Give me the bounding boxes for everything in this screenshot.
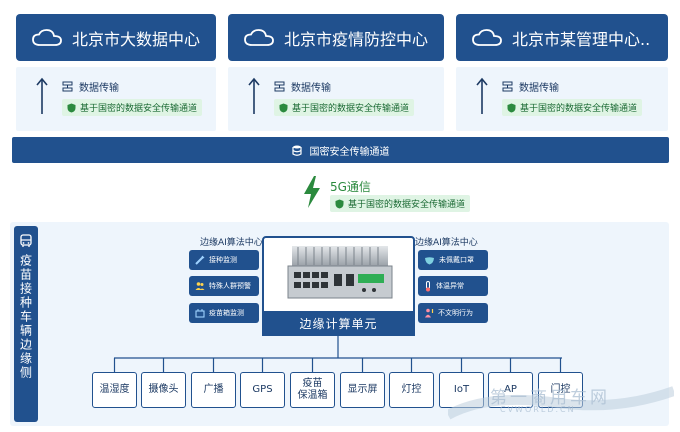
server-icon <box>62 81 73 92</box>
transmission-tag: 基于国密的数据安全传输通道 <box>80 104 198 114</box>
center-label: 北京市疫情防控中心 <box>284 29 429 49</box>
device-broadcast: 广播 <box>191 372 236 408</box>
ai-item-abnormal-temperature: 体温异常 <box>418 276 488 296</box>
cloud-icon <box>244 28 274 46</box>
terminal-block <box>358 274 384 283</box>
server-icon <box>502 81 513 92</box>
device-vaccine-cooler: 疫苗 保温箱 <box>290 372 335 408</box>
transmission-tag: 基于国密的数据安全传输通道 <box>520 104 638 114</box>
device-temp-humidity: 温湿度 <box>92 372 137 408</box>
shield-icon <box>67 103 76 112</box>
watermark-subtext: CVWORLD.CN <box>500 405 576 414</box>
transmission-title: 数据传输 <box>291 83 331 94</box>
ai-item-label: 体温异常 <box>436 282 464 290</box>
ai-center-label-right: 边缘AI算法中心 <box>415 238 478 248</box>
watermark-text: 第一商用车网 <box>490 388 610 408</box>
transmission-panel-1: 数据传输 基于国密的数据安全传输通道 <box>16 67 216 131</box>
syringe-icon <box>195 255 205 265</box>
vehicle-side-bar: 疫苗接种车辆边缘侧 <box>14 226 38 422</box>
cloud-icon <box>472 28 502 46</box>
device-camera: 摄像头 <box>141 372 186 408</box>
ai-item-label: 不文明行为 <box>438 309 473 317</box>
device-gps: GPS <box>240 372 285 408</box>
center-box-3: 北京市某管理中心.. <box>456 14 668 61</box>
transmission-tag: 基于国密的数据安全传输通道 <box>292 104 410 114</box>
transmission-panel-3: 数据传输 基于国密的数据安全传输通道 <box>456 67 668 131</box>
fiveg-tag-label: 基于国密的数据安全传输通道 <box>348 200 466 210</box>
ethernet-ports <box>294 272 354 288</box>
gm-channel-label: 国密安全传输通道 <box>309 146 390 158</box>
ai-item-uncivil-behavior: 不文明行为 <box>418 303 488 323</box>
heat-sink-fins <box>292 246 388 266</box>
ai-item-label: 接种监测 <box>209 256 237 264</box>
cloud-icon <box>32 28 62 46</box>
ai-center-label-left: 边缘AI算法中心 <box>200 238 263 248</box>
people-icon <box>195 282 205 290</box>
fiveg-tag: 基于国密的数据安全传输通道 <box>330 195 471 212</box>
ai-item-label: 疫苗箱监测 <box>209 309 244 317</box>
transmission-title: 数据传输 <box>519 83 559 94</box>
ai-item-special-group-alert: 特殊人群预警 <box>189 276 259 296</box>
arrow-up-icon <box>248 77 260 114</box>
ai-item-label: 未佩戴口罩 <box>439 256 474 264</box>
bus-icon <box>20 234 32 247</box>
vehicle-side-title: 疫苗接种车辆边缘侧 <box>18 254 33 380</box>
shield-icon <box>507 103 516 112</box>
shield-icon <box>279 103 288 112</box>
transmission-panel-2: 数据传输 基于国密的数据安全传输通道 <box>228 67 444 131</box>
ai-item-vaccination-monitor: 接种监测 <box>189 250 259 270</box>
watermark-logo <box>448 386 674 420</box>
database-icon <box>291 145 302 156</box>
person-alert-icon <box>425 308 434 318</box>
vaccine-box-icon <box>195 309 205 318</box>
ai-item-vaccine-box-monitor: 疫苗箱监测 <box>189 303 259 323</box>
center-label: 北京市大数据中心 <box>72 29 201 49</box>
device-display: 显示屏 <box>340 372 385 408</box>
edge-device-image <box>287 246 393 299</box>
arrow-up-icon <box>476 77 488 114</box>
shield-icon <box>335 199 344 208</box>
center-label: 北京市某管理中心.. <box>512 29 651 49</box>
ai-item-no-mask: 未佩戴口罩 <box>418 250 488 270</box>
center-box-2: 北京市疫情防控中心 <box>228 14 444 61</box>
gm-channel-bar: 国密安全传输通道 <box>12 137 669 163</box>
center-box-1: 北京市大数据中心 <box>16 14 216 61</box>
fiveg-title: 5G通信 <box>330 180 371 194</box>
transmission-title: 数据传输 <box>79 83 119 94</box>
server-icon <box>274 81 285 92</box>
edge-computing-unit-label: 边缘计算单元 <box>262 311 415 336</box>
lightning-icon <box>304 176 320 208</box>
device-light-control: 灯控 <box>389 372 434 408</box>
arrow-up-icon <box>36 77 48 114</box>
thermometer-icon <box>426 280 430 291</box>
mask-icon <box>425 256 434 264</box>
ai-item-label: 特殊人群预警 <box>209 282 251 290</box>
